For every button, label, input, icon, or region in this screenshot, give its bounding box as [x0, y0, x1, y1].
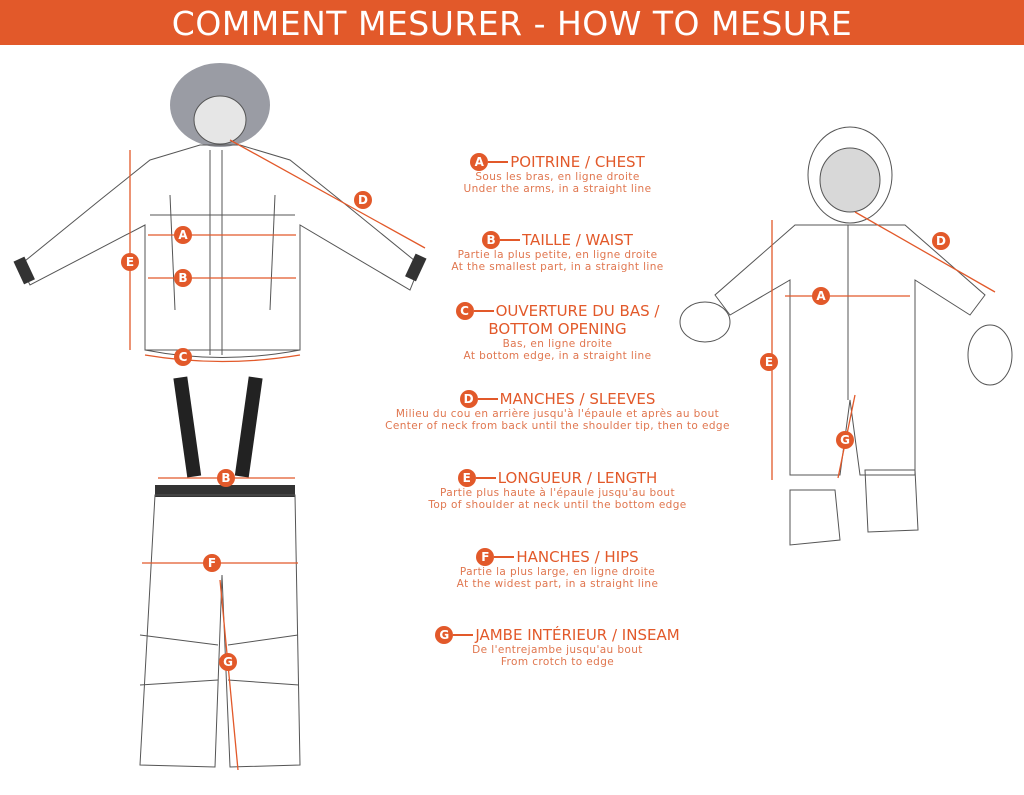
- legend-desc-en: At the widest part, in a straight line: [456, 578, 659, 590]
- marker-e: E: [457, 469, 476, 487]
- legend-desc-en: Center of neck from back until the shoul…: [385, 420, 730, 432]
- marker-a: A: [470, 153, 489, 171]
- legend-title: JAMBE INTÉRIEUR / INSEAM: [475, 626, 680, 644]
- page-title-banner: COMMENT MESURER - HOW TO MESURE: [0, 0, 1024, 45]
- legend-title-2: BOTTOM OPENING: [488, 320, 627, 338]
- marker-d: D: [459, 390, 478, 408]
- pants-diagram: B F G: [139, 376, 301, 771]
- marker-g: G: [435, 626, 454, 644]
- legend-inseam: G JAMBE INTÉRIEUR / INSEAM De l'entrejamb…: [380, 626, 735, 668]
- marker-g: G: [223, 655, 233, 669]
- marker-f: F: [208, 556, 216, 570]
- legend-desc-fr: De l'entrejambe jusqu'au bout: [472, 644, 643, 656]
- legend-desc-en: From crotch to edge: [500, 656, 615, 668]
- snowsuit-diagram: A D E G: [679, 126, 1013, 546]
- marker-d: D: [936, 234, 946, 248]
- marker-b: B: [178, 271, 187, 285]
- legend-desc-fr: Partie plus haute à l'épaule jusqu'au bo…: [440, 487, 675, 499]
- legend-waist: B TAILLE / WAIST Partie la plus petite, e…: [380, 231, 735, 273]
- marker-a: A: [816, 289, 826, 303]
- legend-title: OUVERTURE DU BAS /: [495, 302, 660, 320]
- marker-b: B: [221, 471, 230, 485]
- legend-chest: A POITRINE / CHEST Sous les bras, en lign…: [380, 153, 735, 195]
- legend-desc-en: Top of shoulder at neck until the bottom…: [428, 499, 687, 511]
- legend-title: MANCHES / SLEEVES: [499, 390, 656, 408]
- legend-desc-en: Under the arms, in a straight line: [463, 183, 652, 195]
- marker-e: E: [126, 255, 134, 269]
- legend-desc-fr: Sous les bras, en ligne droite: [475, 171, 640, 183]
- legend-desc-en: At bottom edge, in a straight line: [463, 350, 652, 362]
- legend-desc-fr: Partie la plus petite, en ligne droite: [457, 249, 658, 261]
- legend-desc-en: At the smallest part, in a straight line: [451, 261, 664, 273]
- legend-sleeves: D MANCHES / SLEEVES Milieu du cou en arri…: [380, 390, 735, 432]
- marker-a: A: [178, 228, 188, 242]
- legend-length: E LONGUEUR / LENGTH Partie plus haute à l…: [380, 469, 735, 511]
- legend-desc-fr: Milieu du cou en arrière jusqu'à l'épaul…: [395, 408, 720, 420]
- marker-g: G: [840, 433, 850, 447]
- legend-title: LONGUEUR / LENGTH: [497, 469, 658, 487]
- page-title: COMMENT MESURER - HOW TO MESURE: [171, 4, 853, 43]
- marker-f: F: [476, 548, 495, 566]
- legend-desc-fr: Bas, en ligne droite: [502, 338, 613, 350]
- legend-hips: F HANCHES / HIPS Partie la plus large, en…: [380, 548, 735, 590]
- jacket-diagram: A B C D E: [13, 63, 427, 366]
- marker-d: D: [358, 193, 368, 207]
- legend-title: HANCHES / HIPS: [516, 548, 639, 566]
- marker-c: C: [455, 302, 474, 320]
- legend-title: TAILLE / WAIST: [522, 231, 633, 249]
- legend-desc-fr: Partie la plus large, en ligne droite: [459, 566, 656, 578]
- legend-bottom-opening: C OUVERTURE DU BAS / BOTTOM OPENING Bas, …: [380, 302, 735, 362]
- marker-b: B: [482, 231, 501, 249]
- marker-c: C: [179, 350, 188, 364]
- legend-title: POITRINE / CHEST: [510, 153, 645, 171]
- marker-e: E: [765, 355, 773, 369]
